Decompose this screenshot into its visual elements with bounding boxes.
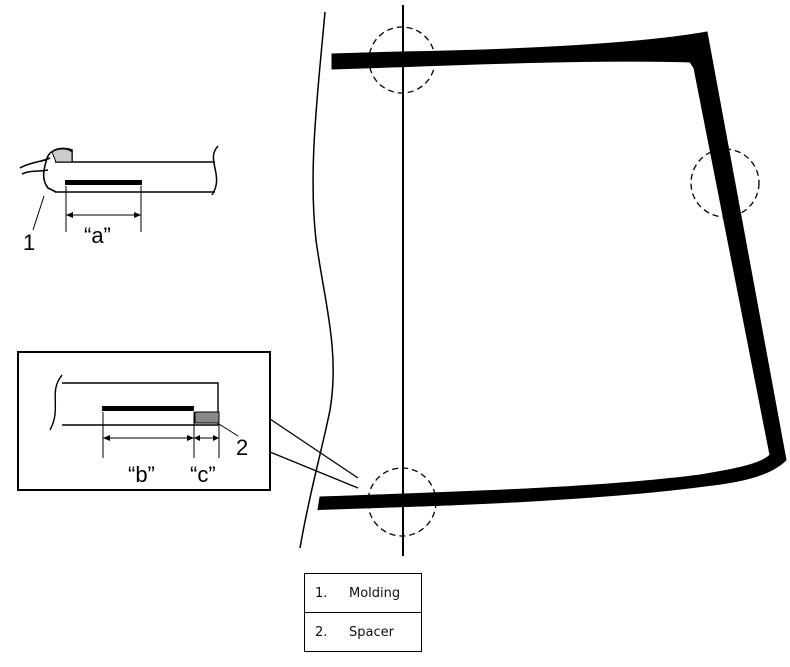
adhesive-strip-a [65, 180, 142, 185]
legend-table: 1. Molding 2. Spacer [304, 573, 422, 652]
legend-number: 2. [315, 624, 328, 640]
callout-2: 2 [236, 435, 248, 460]
break-line-b [49, 374, 63, 431]
adhesive-strip-b [102, 406, 194, 411]
legend-label: Molding [349, 585, 401, 601]
legend-label: Spacer [349, 624, 394, 640]
leader-1 [32, 195, 45, 231]
body-edge-line [299, 11, 334, 549]
spacer-gap-left [317, 502, 561, 512]
spacer-gap-right [647, 486, 723, 496]
dim-a-label: “a” [84, 223, 111, 248]
dim-c-label: “c” [190, 462, 216, 487]
molding-detail: 1 “a” [19, 145, 219, 255]
legend-number: 1. [315, 585, 328, 601]
detail-circle-right [690, 148, 760, 218]
spacer-detail: 2 “b” “c” [17, 351, 359, 491]
glass-section-b [62, 382, 219, 426]
legend-row-molding: 1. Molding [305, 574, 421, 612]
pointer-line-lower [269, 451, 359, 489]
molding-profile [19, 147, 73, 193]
spacer-block [194, 411, 220, 424]
legend-row-spacer: 2. Spacer [305, 612, 421, 651]
detail-circle-top [368, 26, 436, 94]
callout-1: 1 [23, 230, 35, 255]
pointer-line-upper [269, 418, 359, 479]
detail-circle-bottom [367, 467, 437, 537]
leader-2 [218, 423, 239, 437]
detail-box [17, 351, 271, 491]
break-line-a [211, 145, 219, 196]
molding-fill [51, 148, 73, 163]
windshield-frame [317, 31, 787, 511]
dim-b-label: “b” [128, 462, 155, 487]
dim-arrows [103, 435, 219, 441]
glass-section-a [55, 161, 215, 193]
